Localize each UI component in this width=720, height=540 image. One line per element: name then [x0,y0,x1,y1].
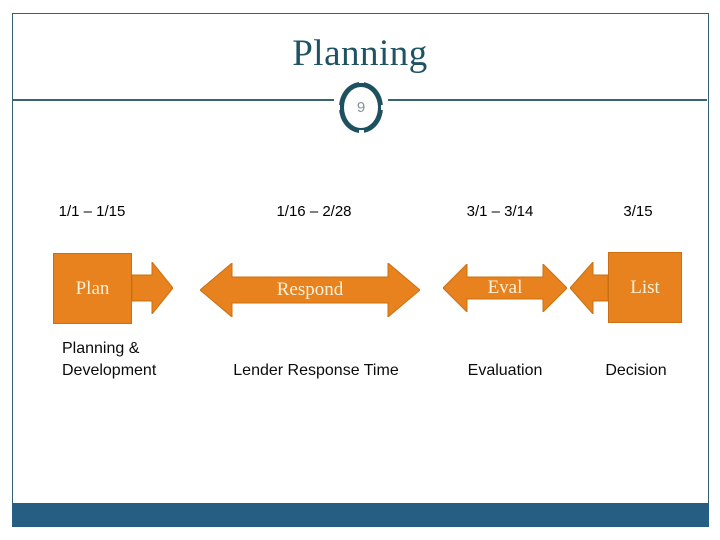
slide-title: Planning [292,33,428,74]
caption-lender-response-time: Lender Response Time [233,362,399,379]
respond-arrow: Respond [200,263,420,317]
plan-box-label: Plan [75,277,110,299]
double-arrow-icon-eval [443,264,567,312]
date-range-respond: 1/16 – 2/28 [276,203,352,220]
badge-tick-bottom [359,130,364,133]
page-number: 9 [356,99,366,116]
date-range-list: 3/15 [623,203,653,220]
badge-tick-left [337,105,340,110]
title-divider-right [388,99,707,101]
caption-evaluation: Evaluation [467,362,543,379]
caption-planning-development: Planning & Development [62,340,157,379]
date-range-plan: 1/1 – 1/15 [58,203,126,220]
footer-accent-bar [12,503,709,527]
right-arrow-icon [132,262,173,314]
left-arrow-icon [570,262,608,314]
page-number-badge: 9 [339,82,383,133]
list-box: List [608,252,682,323]
list-box-label: List [630,276,660,298]
date-range-eval: 3/1 – 3/14 [466,203,534,220]
respond-arrow-label: Respond [276,279,344,300]
badge-tick-top [359,80,364,83]
double-arrow-icon-respond [200,263,420,317]
badge-tick-right [381,105,384,110]
eval-arrow-label: Eval [487,277,523,298]
title-divider-left [13,99,334,101]
eval-arrow: Eval [443,264,567,312]
plan-box: Plan [53,253,132,324]
caption-decision: Decision [605,362,667,379]
